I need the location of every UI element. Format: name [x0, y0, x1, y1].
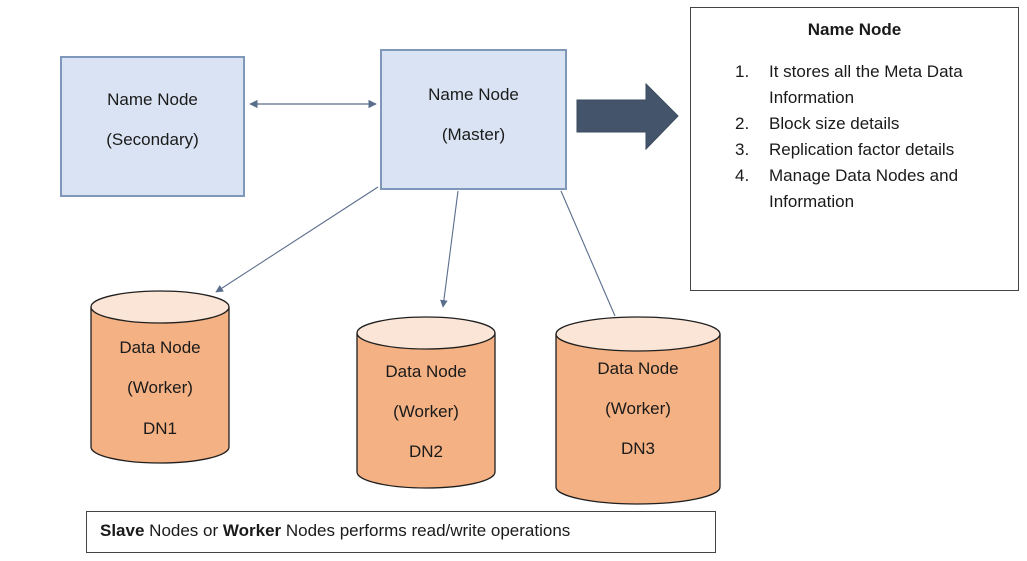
master-dn3-connector [560, 190, 616, 317]
name-node-master: Name Node (Master) [380, 49, 567, 190]
dn3-label-id: DN3 [620, 439, 655, 458]
info-panel-title: Name Node [807, 20, 902, 39]
name-node-info-panel: Name Node 1. It stores all the Meta Data… [690, 7, 1019, 291]
dn2-label-title: Data Node [385, 362, 467, 381]
info-item-text: Manage Data Nodes and Information [769, 166, 959, 211]
dn1-label-role: (Worker) [127, 378, 193, 397]
footer-bold-slave: Slave [100, 521, 145, 540]
info-item-number: 3. [735, 140, 750, 159]
master-dn1-connector [215, 186, 379, 293]
info-item-number: 2. [735, 114, 750, 133]
master-node-title: Name Node [428, 85, 519, 104]
info-item-text: Block size details [769, 114, 900, 133]
footer-bold-worker: Worker [222, 521, 282, 540]
dn1-label-id: DN1 [142, 419, 177, 438]
master-dn2-connector [440, 190, 459, 308]
footer-caption: Slave Nodes or Worker Nodes performs rea… [86, 511, 716, 553]
info-list-item: 4. Manage Data Nodes and Information [735, 163, 1005, 215]
info-panel-list: 1. It stores all the Meta Data Informati… [735, 59, 1005, 215]
info-item-text: Replication factor details [769, 140, 955, 159]
footer-text-part2: Nodes performs read/write operations [281, 521, 571, 540]
dn2-label-id: DN2 [408, 442, 443, 461]
secondary-node-title: Name Node [107, 90, 198, 109]
data-node-cylinder-dn1 [90, 290, 230, 464]
dn1-label-title: Data Node [119, 338, 201, 357]
dn2-label-role: (Worker) [393, 402, 459, 421]
info-item-number: 4. [735, 166, 750, 185]
info-list-item: 3. Replication factor details [735, 137, 1005, 163]
info-list-item: 2. Block size details [735, 111, 1005, 137]
block-arrow-right [576, 82, 679, 151]
footer-text-part1: Nodes or [144, 521, 223, 540]
info-item-number: 1. [735, 62, 750, 81]
master-node-role: (Master) [441, 125, 506, 144]
data-node-cylinder-dn2 [356, 316, 496, 489]
name-node-secondary: Name Node (Secondary) [60, 56, 245, 197]
info-item-text: It stores all the Meta Data Information [769, 62, 963, 107]
secondary-node-role: (Secondary) [106, 130, 199, 149]
info-list-item: 1. It stores all the Meta Data Informati… [735, 59, 1005, 111]
data-node-cylinder-dn3 [555, 316, 721, 505]
dn3-label-role: (Worker) [605, 399, 671, 418]
dn3-label-title: Data Node [597, 359, 679, 378]
